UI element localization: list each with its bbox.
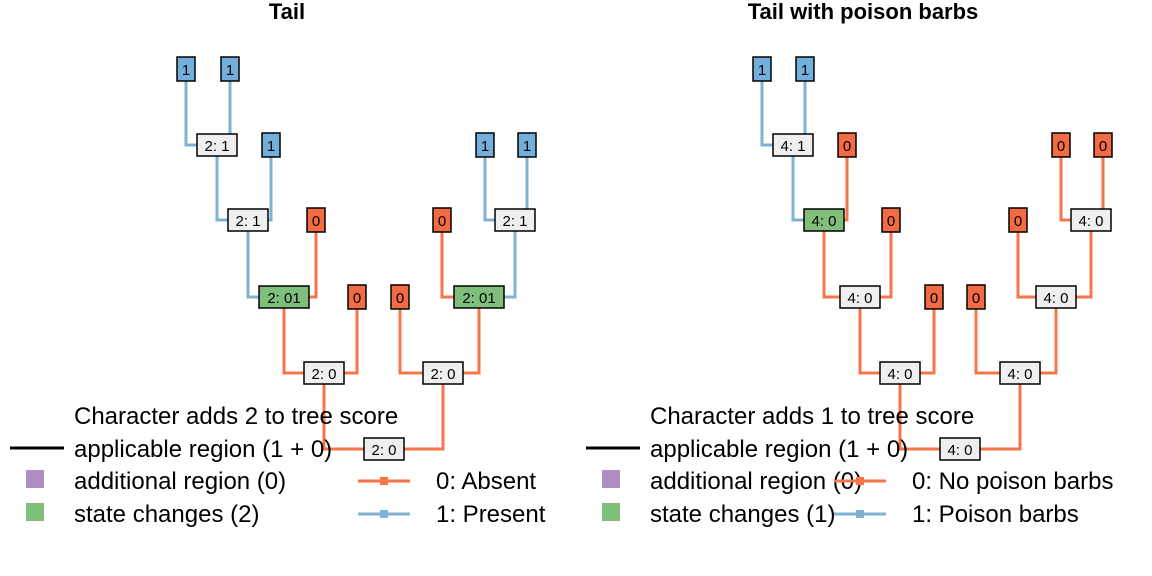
panel-title-tail: Tail — [269, 0, 305, 24]
tip-box — [176, 56, 196, 82]
tip-label: 1 — [182, 62, 190, 79]
node-box — [772, 133, 814, 157]
state0-swatch-marker — [380, 477, 388, 485]
tip-box — [1008, 207, 1028, 233]
tip-box — [966, 284, 986, 310]
node-box — [303, 361, 345, 385]
node-label: 4: 0 — [1078, 213, 1103, 230]
tip-box — [752, 56, 772, 82]
tip-label: 0 — [1057, 138, 1065, 155]
node-label: 2: 0 — [311, 366, 336, 383]
tip-label: 0 — [843, 138, 851, 155]
tip-box — [881, 207, 901, 233]
legend-poison-barbs: Character adds 1 to tree score applicable… — [586, 403, 1113, 528]
legend-header: Character adds 2 to tree score — [74, 403, 398, 430]
tip-box — [432, 207, 452, 233]
node-label: 2: 1 — [204, 138, 229, 155]
node-box — [453, 285, 505, 309]
node-label: 4: 1 — [780, 138, 805, 155]
tip-label: 0 — [438, 213, 446, 230]
tip-label: 1 — [758, 62, 766, 79]
tip-box — [1093, 132, 1113, 158]
additional-region-swatch — [26, 470, 44, 488]
tip-box — [347, 284, 367, 310]
tip-box — [924, 284, 944, 310]
node-box — [258, 285, 310, 309]
node-label: 2: 01 — [267, 290, 300, 307]
tip-box — [517, 132, 537, 158]
node-box — [803, 208, 845, 232]
node-label: 4: 0 — [1043, 290, 1068, 307]
node-box — [422, 361, 464, 385]
panel-title-poison-barbs: Tail with poison barbs — [748, 0, 979, 24]
tree-poison-barbs: 1 1 0 0 0 0 0 0 0 4: 1 4: 0 4: 0 4: 0 4: 0 4: 0 4: 0 4: … — [752, 56, 1113, 461]
legend-applicable: applicable region (1 + 0) — [650, 436, 908, 463]
tip-box — [837, 132, 857, 158]
tip-box — [795, 56, 815, 82]
legend-state1: 1: Present — [436, 501, 546, 528]
additional-region-swatch — [602, 470, 620, 488]
node-label: 2: 1 — [502, 213, 527, 230]
node-box — [939, 437, 981, 461]
node-box — [1035, 285, 1077, 309]
tip-box — [475, 132, 495, 158]
node-label: 2: 1 — [235, 213, 260, 230]
node-box — [1070, 208, 1112, 232]
node-box — [227, 208, 269, 232]
tip-label: 0 — [353, 290, 361, 307]
node-box — [879, 361, 921, 385]
legend-changes: state changes (1) — [650, 501, 835, 528]
node-label: 4: 0 — [847, 290, 872, 307]
tip-label: 0 — [312, 213, 320, 230]
node-box — [196, 133, 238, 157]
tip-box — [390, 284, 410, 310]
tip-label: 0 — [972, 290, 980, 307]
node-label: 2: 01 — [462, 290, 495, 307]
node-box — [999, 361, 1041, 385]
legend-tail: Character adds 2 to tree score applicable… — [10, 403, 546, 528]
tip-box — [261, 132, 281, 158]
node-label: 2: 0 — [430, 366, 455, 383]
state-changes-swatch — [26, 503, 44, 521]
legend-state1: 1: Poison barbs — [912, 501, 1079, 528]
tip-label: 0 — [396, 290, 404, 307]
node-box — [494, 208, 536, 232]
legend-additional: additional region (0) — [650, 468, 862, 495]
tip-label: 1 — [226, 62, 234, 79]
tip-label: 0 — [930, 290, 938, 307]
tip-label: 1 — [523, 138, 531, 155]
tip-label: 0 — [1014, 213, 1022, 230]
tip-label: 1 — [801, 62, 809, 79]
state-changes-swatch — [602, 503, 620, 521]
state1-swatch-marker — [856, 510, 864, 518]
node-box — [839, 285, 881, 309]
state0-swatch-marker — [856, 477, 864, 485]
node-box — [363, 437, 405, 461]
legend-state0: 0: No poison barbs — [912, 468, 1113, 495]
tip-box — [1051, 132, 1071, 158]
tip-label: 1 — [267, 138, 275, 155]
node-label: 2: 0 — [371, 442, 396, 459]
tip-box — [220, 56, 240, 82]
node-label: 4: 0 — [1007, 366, 1032, 383]
tip-box — [306, 207, 326, 233]
node-label: 4: 0 — [947, 442, 972, 459]
legend-changes: state changes (2) — [74, 501, 259, 528]
node-label: 4: 0 — [811, 213, 836, 230]
legend-header: Character adds 1 to tree score — [650, 403, 974, 430]
legend-applicable: applicable region (1 + 0) — [74, 436, 332, 463]
tip-label: 0 — [1099, 138, 1107, 155]
tree-tail: 1 1 1 0 0 0 0 1 1 2: 1 2: 1 2: 01 2: 0 2: 0 2: 01 2: 1 2… — [176, 56, 537, 461]
legend-state0: 0: Absent — [436, 468, 536, 495]
legend-additional: additional region (0) — [74, 468, 286, 495]
state1-swatch-marker — [380, 510, 388, 518]
node-label: 4: 0 — [887, 366, 912, 383]
tip-label: 0 — [887, 213, 895, 230]
tip-label: 1 — [481, 138, 489, 155]
